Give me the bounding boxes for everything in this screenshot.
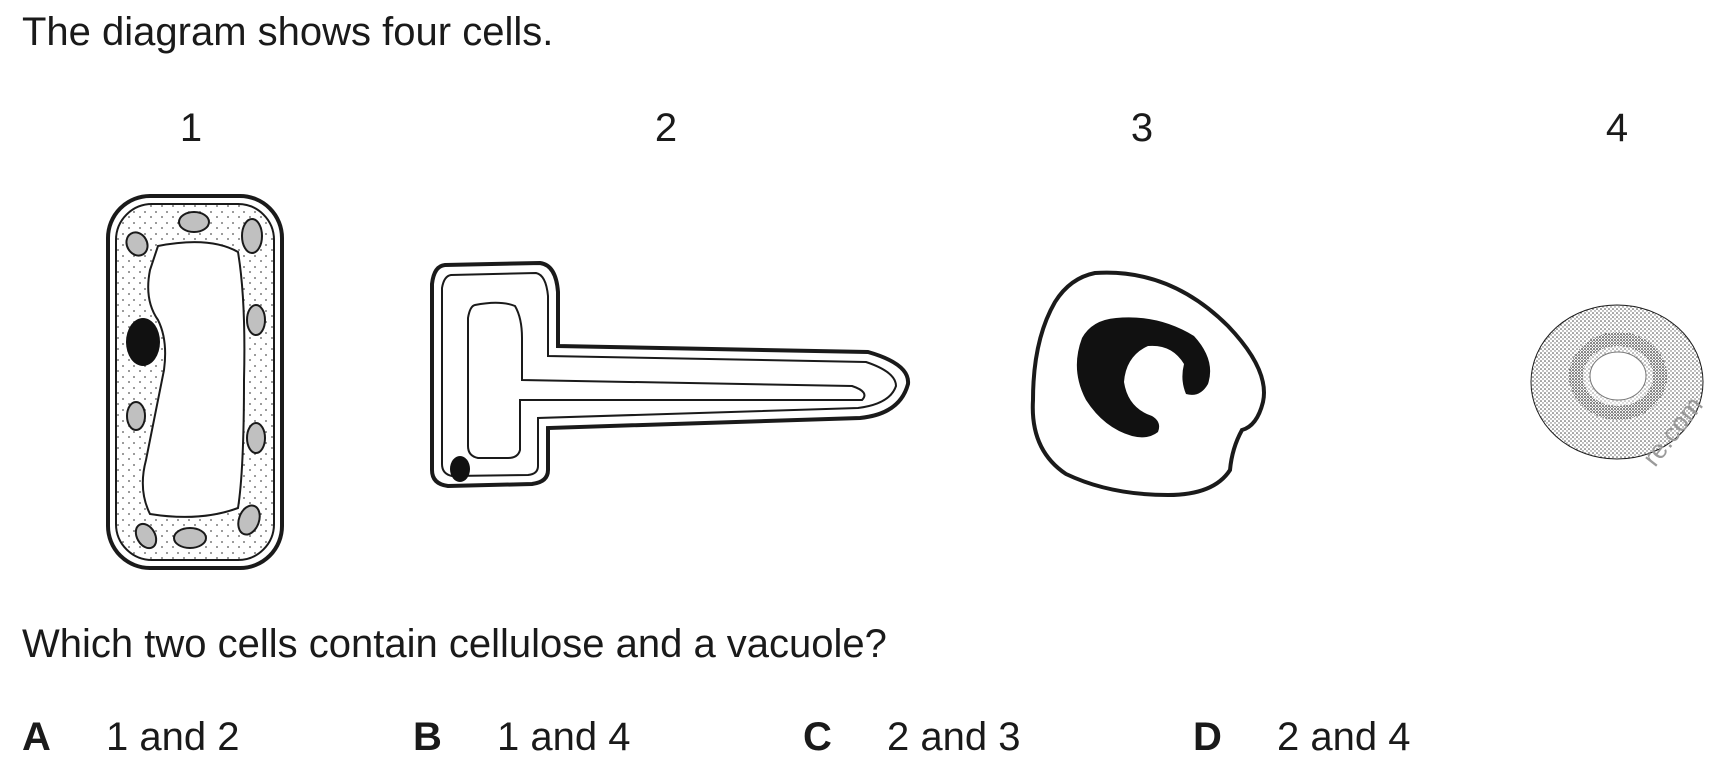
option-letter: A bbox=[22, 715, 51, 759]
question-prompt: Which two cells contain cellulose and a … bbox=[22, 622, 887, 666]
cell-label-3: 3 bbox=[1130, 106, 1154, 150]
option-text: 1 and 2 bbox=[106, 715, 240, 759]
cell-label-2: 2 bbox=[654, 106, 678, 150]
root-hair-cell bbox=[430, 260, 911, 489]
vacuole bbox=[141, 241, 246, 518]
plant-cell bbox=[106, 194, 284, 570]
cell-label-1: 1 bbox=[179, 106, 203, 150]
vacuole bbox=[467, 301, 866, 459]
option-text: 1 and 4 bbox=[497, 715, 631, 759]
option-a[interactable]: A 1 and 2 bbox=[22, 713, 239, 761]
cells-diagram: re.com bbox=[106, 194, 1709, 570]
chloroplasts bbox=[125, 211, 266, 550]
option-text: 2 and 4 bbox=[1277, 715, 1411, 759]
option-letter: C bbox=[803, 715, 832, 759]
option-d[interactable]: D 2 and 4 bbox=[1193, 713, 1410, 761]
answer-options: A 1 and 2 B 1 and 4 C 2 and 3 D 2 and 4 bbox=[0, 713, 1729, 763]
option-c[interactable]: C 2 and 3 bbox=[803, 713, 1020, 761]
cell-label-4: 4 bbox=[1605, 106, 1629, 150]
option-text: 2 and 3 bbox=[887, 715, 1021, 759]
option-b[interactable]: B 1 and 4 bbox=[413, 713, 630, 761]
nucleus bbox=[450, 456, 470, 482]
option-letter: B bbox=[413, 715, 442, 759]
white-blood-cell bbox=[1030, 270, 1266, 498]
nucleus bbox=[126, 318, 160, 366]
nucleus bbox=[1076, 317, 1211, 438]
option-letter: D bbox=[1193, 715, 1222, 759]
red-blood-cell bbox=[1530, 304, 1704, 460]
question-intro: The diagram shows four cells. bbox=[22, 10, 554, 54]
